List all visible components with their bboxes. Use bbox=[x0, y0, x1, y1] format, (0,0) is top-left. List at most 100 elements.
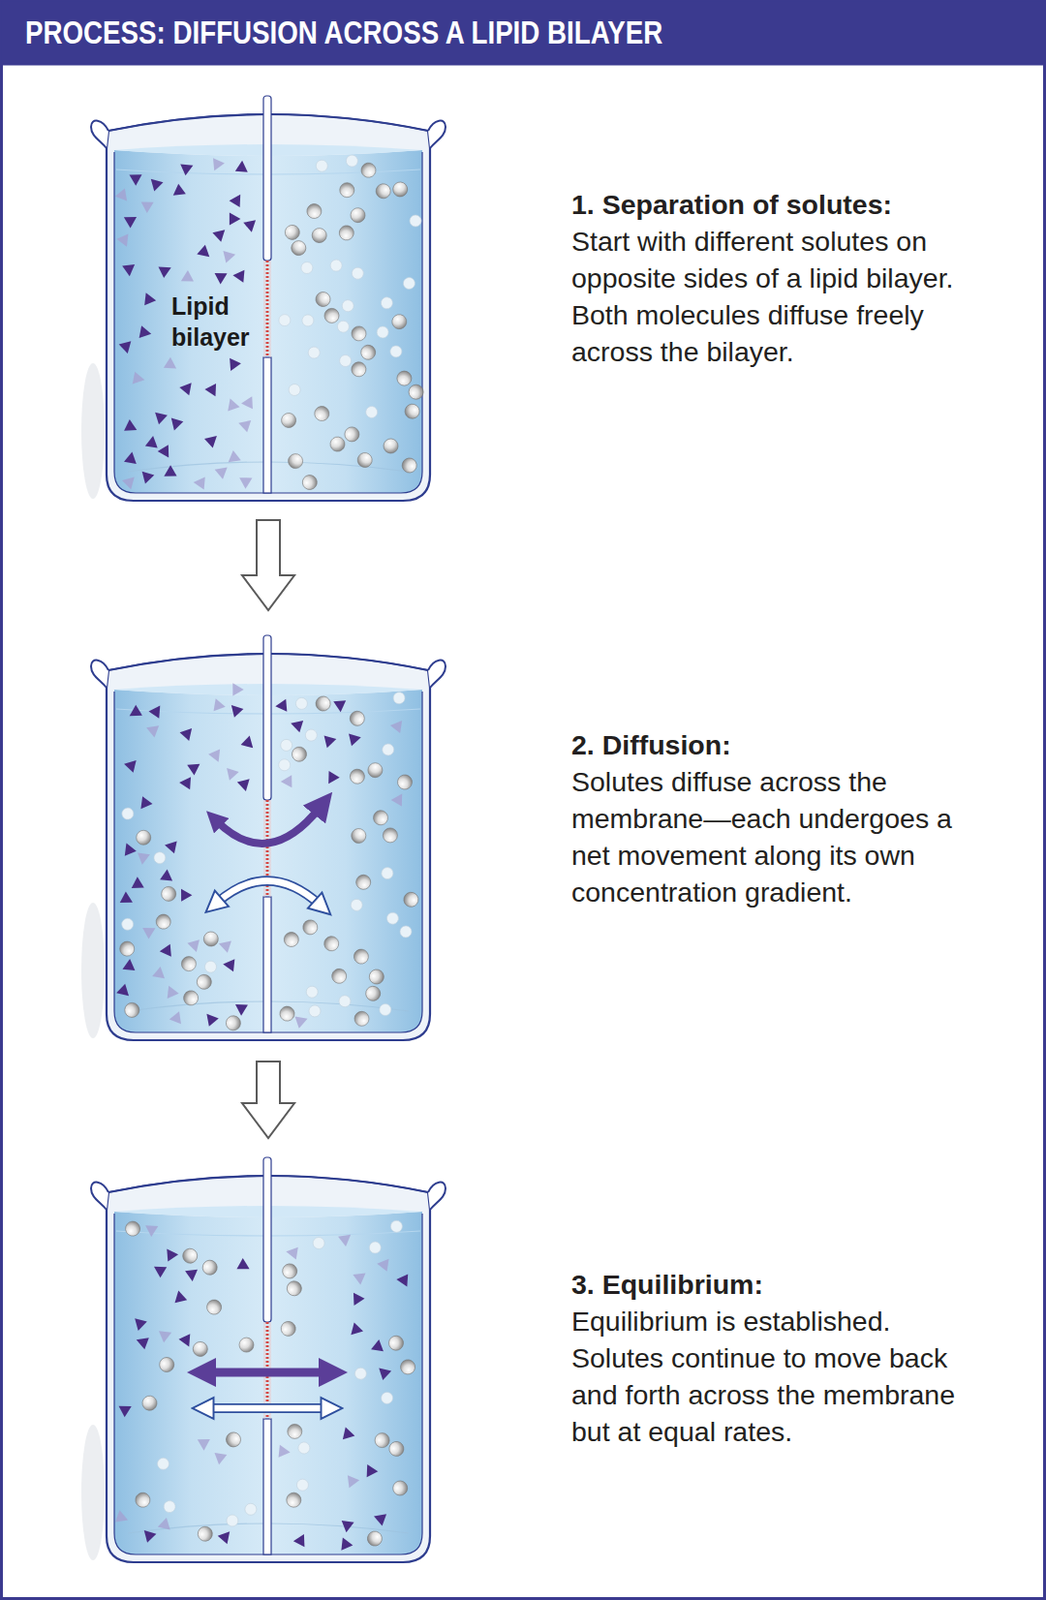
solute-triangle bbox=[151, 1261, 168, 1278]
process-step: 3. Equilibrium:Equilibrium is establishe… bbox=[87, 1138, 1017, 1574]
triangle-shape bbox=[151, 407, 168, 425]
solute-triangle bbox=[123, 211, 141, 228]
sphere-shape bbox=[306, 344, 323, 362]
triangle-shape bbox=[122, 472, 139, 490]
solute-triangle bbox=[215, 461, 232, 479]
solute-sphere bbox=[313, 157, 331, 175]
solute-sphere bbox=[394, 369, 414, 389]
sphere-shape bbox=[304, 728, 319, 743]
solute-triangle bbox=[157, 444, 175, 462]
triangle-shape bbox=[163, 357, 181, 374]
solute-sphere bbox=[304, 200, 325, 221]
solute-sphere bbox=[373, 182, 393, 201]
sphere-shape bbox=[239, 1337, 254, 1353]
solute-sphere bbox=[331, 967, 348, 985]
solute-triangle bbox=[145, 434, 160, 448]
triangle-shape bbox=[390, 716, 407, 734]
particle-group bbox=[114, 679, 421, 1034]
solute-triangle bbox=[223, 396, 240, 411]
beaker bbox=[81, 1157, 446, 1563]
solute-sphere bbox=[307, 1003, 323, 1019]
sphere-shape bbox=[293, 695, 310, 712]
solute-triangle bbox=[122, 264, 136, 277]
solute-sphere bbox=[353, 872, 373, 893]
solute-triangle bbox=[158, 261, 175, 278]
solute-sphere bbox=[223, 1429, 244, 1449]
solute-sphere bbox=[299, 471, 320, 493]
sphere-shape bbox=[374, 324, 392, 341]
triangle-shape bbox=[115, 188, 132, 206]
solute-triangle bbox=[159, 868, 174, 882]
solute-sphere bbox=[352, 948, 370, 965]
solute-sphere bbox=[297, 1441, 310, 1454]
solute-triangle bbox=[216, 937, 232, 954]
solute-triangle bbox=[123, 755, 141, 772]
solute-triangle bbox=[361, 1461, 378, 1477]
solute-sphere bbox=[399, 925, 412, 938]
sphere-shape bbox=[337, 352, 354, 370]
sphere-shape bbox=[347, 708, 368, 729]
solute-sphere bbox=[340, 298, 356, 313]
solute-sphere bbox=[304, 728, 319, 743]
sphere-shape bbox=[379, 741, 397, 759]
sphere-shape bbox=[399, 925, 412, 938]
sphere-shape bbox=[390, 179, 410, 199]
sphere-shape bbox=[347, 767, 368, 787]
solute-triangle bbox=[222, 957, 236, 972]
triangle-shape bbox=[201, 1010, 218, 1027]
triangle-shape bbox=[172, 1289, 187, 1303]
solute-triangle bbox=[178, 270, 194, 287]
sphere-shape bbox=[162, 1499, 177, 1513]
diffusion-arrows bbox=[216, 807, 320, 905]
solute-sphere bbox=[289, 238, 308, 257]
triangle-shape bbox=[215, 461, 232, 479]
solute-sphere bbox=[356, 451, 373, 468]
solute-triangle bbox=[123, 419, 140, 436]
solute-triangle bbox=[226, 701, 244, 718]
sphere-shape bbox=[352, 1365, 369, 1382]
sphere-shape bbox=[330, 259, 342, 272]
solute-sphere bbox=[286, 381, 303, 398]
solute-triangle bbox=[391, 790, 408, 807]
sphere-shape bbox=[182, 988, 200, 1007]
triangle-shape bbox=[145, 434, 160, 448]
sphere-shape bbox=[304, 984, 320, 1000]
solute-triangle bbox=[212, 224, 229, 242]
solute-triangle bbox=[280, 774, 293, 788]
sphere-shape bbox=[193, 971, 215, 992]
solute-sphere bbox=[384, 910, 401, 927]
sphere-shape bbox=[299, 471, 320, 493]
solute-triangle bbox=[122, 472, 139, 490]
sphere-shape bbox=[390, 1477, 411, 1499]
solute-triangle bbox=[179, 1333, 196, 1350]
sphere-shape bbox=[156, 1457, 169, 1470]
sphere-shape bbox=[349, 265, 367, 282]
solute-sphere bbox=[390, 179, 410, 199]
solute-triangle bbox=[236, 1258, 252, 1275]
sphere-shape bbox=[385, 1332, 406, 1354]
triangle-shape bbox=[119, 1400, 135, 1417]
sphere-shape bbox=[336, 222, 357, 244]
sphere-shape bbox=[367, 966, 387, 986]
triangle-shape bbox=[347, 1474, 361, 1488]
solute-sphere bbox=[284, 1490, 304, 1509]
sphere-shape bbox=[158, 883, 180, 904]
solute-triangle bbox=[347, 1474, 361, 1488]
triangle-shape bbox=[120, 840, 136, 857]
solute-sphere bbox=[406, 382, 427, 402]
triangle-shape bbox=[374, 1363, 392, 1381]
solute-sphere bbox=[124, 1220, 142, 1237]
solute-triangle bbox=[184, 1269, 199, 1283]
solute-triangle bbox=[239, 472, 255, 490]
sphere-shape bbox=[348, 897, 365, 914]
solute-sphere bbox=[276, 1003, 298, 1024]
triangle-shape bbox=[208, 749, 224, 766]
sphere-shape bbox=[243, 1501, 259, 1517]
solute-sphere bbox=[352, 1365, 369, 1382]
solute-sphere bbox=[203, 959, 217, 974]
solute-triangle bbox=[132, 371, 147, 387]
solute-triangle bbox=[180, 724, 197, 741]
triangle-shape bbox=[123, 211, 141, 228]
solute-sphere bbox=[312, 693, 333, 713]
solute-sphere bbox=[348, 897, 365, 914]
